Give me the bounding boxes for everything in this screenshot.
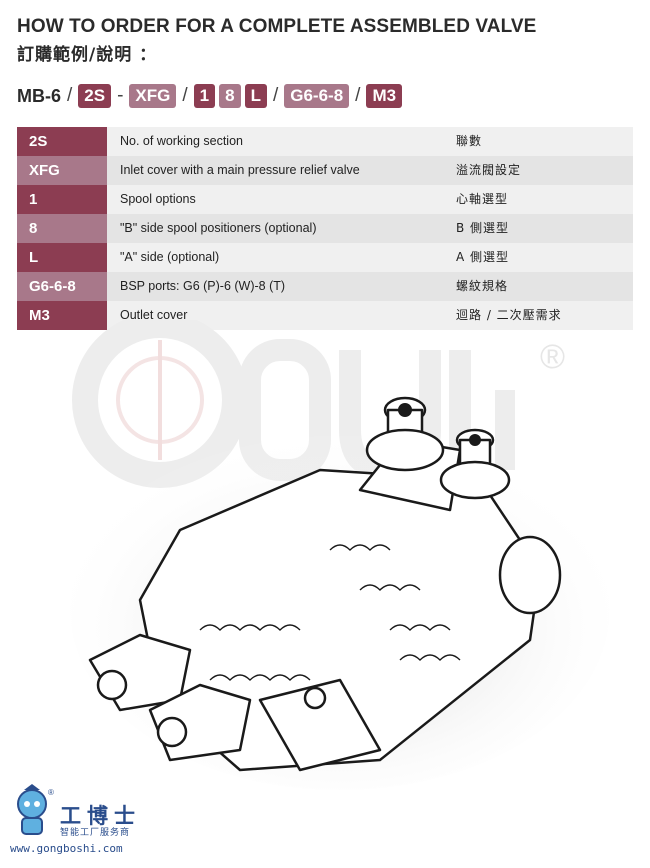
separator: / bbox=[182, 85, 188, 106]
row-code: 1 bbox=[17, 185, 107, 214]
separator: / bbox=[67, 85, 73, 106]
order-chip-sections: 2S bbox=[78, 84, 112, 108]
row-description: "B" side spool positioners (optional) bbox=[107, 214, 442, 243]
row-code: L bbox=[17, 243, 107, 272]
row-description: Inlet cover with a main pressure relief … bbox=[107, 156, 442, 185]
robot-mascot-icon bbox=[17, 784, 47, 835]
separator: / bbox=[272, 85, 279, 106]
table-row: G6-6-8 BSP ports: G6 (P)-6 (W)-8 (T) 螺紋規… bbox=[17, 272, 633, 301]
row-zh: 心軸選型 bbox=[442, 185, 633, 214]
row-zh: A 側選型 bbox=[442, 243, 633, 272]
order-code-table: 2S No. of working section 聯數 XFG Inlet c… bbox=[17, 127, 633, 330]
row-description: No. of working section bbox=[107, 127, 442, 156]
row-code: G6-6-8 bbox=[17, 272, 107, 301]
row-code: M3 bbox=[17, 301, 107, 330]
table-row: 1 Spool options 心軸選型 bbox=[17, 185, 633, 214]
row-code: XFG bbox=[17, 156, 107, 185]
table-row: L "A" side (optional) A 側選型 bbox=[17, 243, 633, 272]
separator: / bbox=[355, 85, 361, 106]
footer-subtitle: 智能工厂服务商 bbox=[60, 828, 131, 838]
row-zh: 螺紋規格 bbox=[442, 272, 633, 301]
row-zh: 迴路 / 二次壓需求 bbox=[442, 301, 633, 330]
table-row: 8 "B" side spool positioners (optional) … bbox=[17, 214, 633, 243]
order-chip-b-side: 8 bbox=[219, 84, 241, 108]
valve-illustration bbox=[70, 396, 610, 790]
row-zh: 溢流閥設定 bbox=[442, 156, 633, 185]
row-zh: 聯數 bbox=[442, 127, 633, 156]
separator-dash: - bbox=[117, 85, 124, 106]
order-chip-a-side: L bbox=[244, 84, 267, 108]
page-subtitle: 訂購範例/說明 ： bbox=[17, 45, 158, 65]
order-code: MB-6 / 2S - XFG / 1 8 L / G6-6-8 / M3 bbox=[17, 83, 403, 109]
order-chip-ports: G6-6-8 bbox=[284, 84, 350, 108]
footer-reg-mark: ® bbox=[48, 788, 54, 797]
order-chip-outlet: M3 bbox=[366, 84, 403, 108]
order-chip-inlet: XFG bbox=[129, 84, 177, 108]
row-description: BSP ports: G6 (P)-6 (W)-8 (T) bbox=[107, 272, 442, 301]
order-code-prefix: MB-6 bbox=[17, 85, 61, 106]
footer-brand: 工博士 bbox=[60, 803, 141, 828]
brand-watermark: ® bbox=[72, 320, 565, 488]
row-code: 8 bbox=[17, 214, 107, 243]
row-code: 2S bbox=[17, 127, 107, 156]
table-row: XFG Inlet cover with a main pressure rel… bbox=[17, 156, 633, 185]
order-chip-spool: 1 bbox=[193, 84, 216, 108]
watermark-reg-mark: ® bbox=[540, 338, 565, 376]
table-row: 2S No. of working section 聯數 bbox=[17, 127, 633, 156]
page-title: HOW TO ORDER FOR A COMPLETE ASSEMBLED VA… bbox=[17, 16, 537, 37]
footer-logo: ® 工博士 智能工厂服务商 www.gongboshi.com bbox=[8, 780, 228, 860]
row-zh: B 側選型 bbox=[442, 214, 633, 243]
row-description: "A" side (optional) bbox=[107, 243, 442, 272]
footer-url: www.gongboshi.com bbox=[10, 842, 123, 855]
row-description: Spool options bbox=[107, 185, 442, 214]
